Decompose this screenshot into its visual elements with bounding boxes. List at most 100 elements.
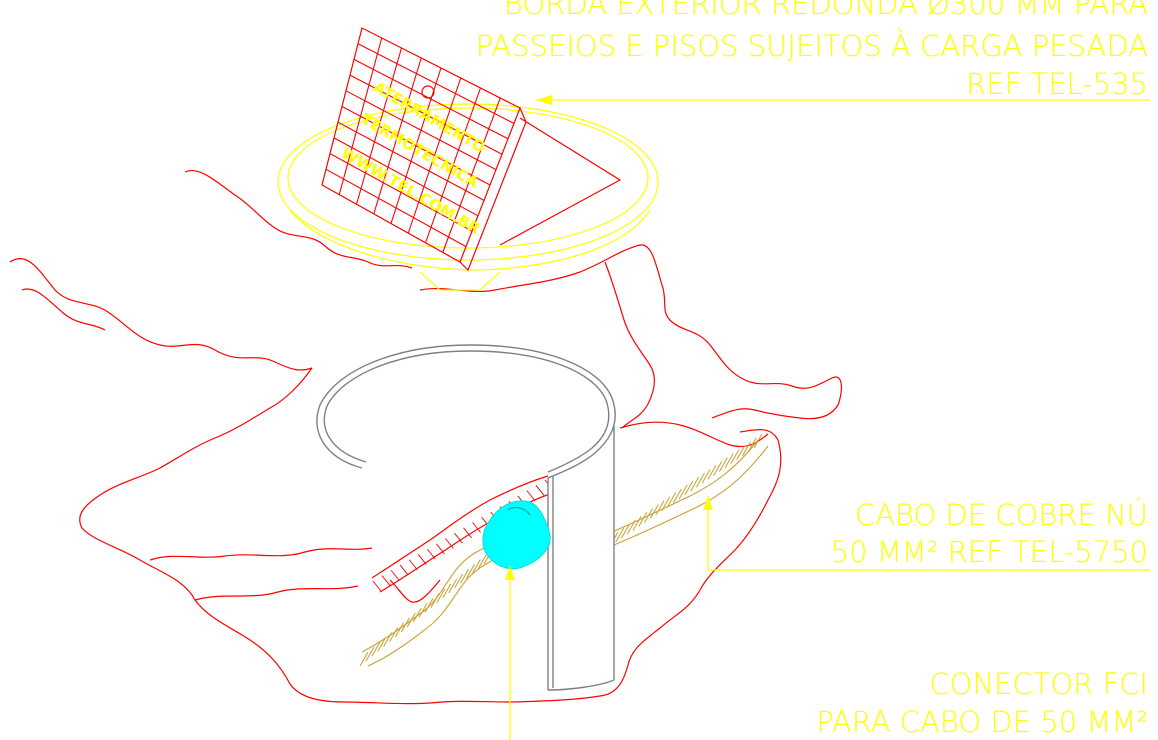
cable-braid-strand — [377, 637, 387, 652]
cable-edge-top — [611, 439, 759, 533]
cable-braid-strand — [701, 469, 711, 484]
soil-trench-edge — [619, 421, 769, 448]
trench-outer — [371, 475, 549, 579]
soil-main-outline — [79, 367, 782, 705]
lid-grid-line — [337, 121, 485, 201]
cable-braid-strand — [632, 516, 642, 531]
pipe-rim-inner — [323, 350, 610, 473]
cable-braid-strand — [695, 472, 705, 488]
cable-edge-bottom — [613, 445, 769, 546]
cable-braid-strand — [365, 646, 375, 662]
lid-grid-line — [333, 137, 479, 217]
cable-braid-strand — [400, 617, 410, 633]
cable-braid-left — [359, 539, 505, 667]
trench-bottom — [389, 579, 441, 603]
soil-mound-inner — [604, 261, 656, 429]
cable-braid-strand — [736, 445, 746, 461]
cable-lower-edge-top — [361, 541, 499, 653]
cable-braid-strand — [742, 441, 751, 457]
inspection-pipe — [316, 344, 616, 691]
lid-grid-line — [349, 74, 503, 155]
soil-upper-line-1 — [184, 169, 413, 269]
connector-end — [507, 506, 531, 516]
cable-braid-strand — [406, 612, 416, 628]
trench-hatch-line — [372, 580, 382, 592]
cable-braid-strand — [389, 627, 398, 642]
trench-hatch-line — [426, 548, 436, 560]
connector-callout: CONECTOR FCI PARA CABO DE 50 MM² — [816, 667, 1148, 739]
cable-braid-strand — [424, 598, 434, 613]
cable-braid-strand — [649, 504, 659, 519]
soil-mound-right — [419, 244, 842, 420]
fci-connector — [482, 500, 551, 570]
trench-hatch-line — [526, 490, 536, 501]
cable-braid-strand — [430, 593, 440, 608]
trench-hatch-line — [463, 527, 472, 539]
cable-braid-strand — [471, 559, 481, 574]
lid-label-line2: PASSEIOS E PISOS SUJEITOS À CARGA PESADA — [476, 29, 1148, 63]
cable-label-line1: CABO DE COBRE NÚ — [855, 498, 1148, 532]
lid-rim-foot — [419, 271, 501, 291]
leader-lines — [505, 95, 1150, 740]
cable-braid-strand — [626, 519, 636, 535]
cable-braid-strand — [753, 433, 763, 449]
cable-braid-strand — [460, 568, 469, 584]
lid-grid-line — [353, 58, 509, 140]
lid-plate-thickness — [459, 107, 527, 272]
cable-braid-strand — [477, 554, 487, 569]
lid-label-line1: BORDA EXTERIOR REDONDA Ø300 MM PARA — [504, 0, 1148, 21]
cable-braid-strand — [442, 583, 452, 599]
lid-grid-line — [325, 168, 467, 248]
pipe-bottom-edge — [547, 679, 615, 691]
lid-grid-line — [357, 43, 515, 124]
cable-braid-strand — [719, 457, 728, 472]
cable-braid-strand — [655, 500, 665, 515]
cable-braid-strand — [678, 484, 688, 500]
pipe-rim-outer — [316, 344, 616, 479]
lid-rim-base — [289, 209, 651, 271]
cable-braid-strand — [436, 588, 446, 603]
cable-braid-strand — [454, 573, 464, 589]
lid-grid-line — [341, 106, 491, 186]
soil-upper-line-3 — [21, 288, 106, 331]
cable-braid-strand — [713, 461, 723, 476]
leader-cable-arrow — [703, 496, 713, 510]
cable-braid-strand — [466, 564, 475, 579]
lid-callout: BORDA EXTERIOR REDONDA Ø300 MM PARA PASS… — [476, 0, 1148, 101]
trench-hatch-line — [399, 564, 409, 576]
lid-frame-opening — [499, 117, 622, 246]
lid-grid-line — [329, 153, 473, 232]
cable-braid-strand — [383, 632, 393, 647]
trench-hatch-line — [535, 485, 545, 496]
cable-braid-strand — [412, 607, 422, 623]
cable-braid-strand — [615, 527, 625, 543]
cable-braid-strand — [672, 488, 682, 504]
lid-rim-outer — [277, 103, 659, 261]
cable-braid-strand — [621, 523, 630, 539]
cable-braid-right — [609, 433, 763, 547]
cable-braid-strand — [661, 496, 671, 511]
cable-lower-edge-bottom — [367, 554, 507, 667]
cable-braid-strand — [371, 642, 381, 657]
trench-hatch-line — [417, 554, 427, 565]
trench-hatch-line — [381, 575, 391, 586]
leader-connector-arrow — [505, 566, 515, 580]
connector-body — [482, 500, 551, 570]
lid-rim-inner — [287, 107, 649, 249]
connector-label-line1: CONECTOR FCI — [929, 667, 1148, 701]
lid-lifting-hole — [421, 85, 435, 99]
trench-hatch-line — [408, 559, 418, 571]
trench-hatch-line — [472, 522, 481, 533]
soil-lower-line-1 — [149, 547, 373, 561]
inspection-lid: ATERRAMENTO TERMOTECNICA WWW.TEL.COM.BR — [277, 27, 659, 291]
cable-braid-strand — [359, 651, 369, 667]
cable-braid-strand — [638, 512, 648, 527]
cable-braid-strand — [395, 622, 404, 638]
pipe-body-white — [548, 432, 614, 690]
cable-braid-strand — [724, 453, 734, 468]
cable-braid-strand — [690, 476, 700, 492]
trench-hatch-line — [436, 543, 445, 555]
connector-label-line2: PARA CABO DE 50 MM² — [816, 705, 1148, 739]
trench-hatch-line — [390, 570, 400, 581]
cable-braid-strand — [730, 449, 740, 464]
